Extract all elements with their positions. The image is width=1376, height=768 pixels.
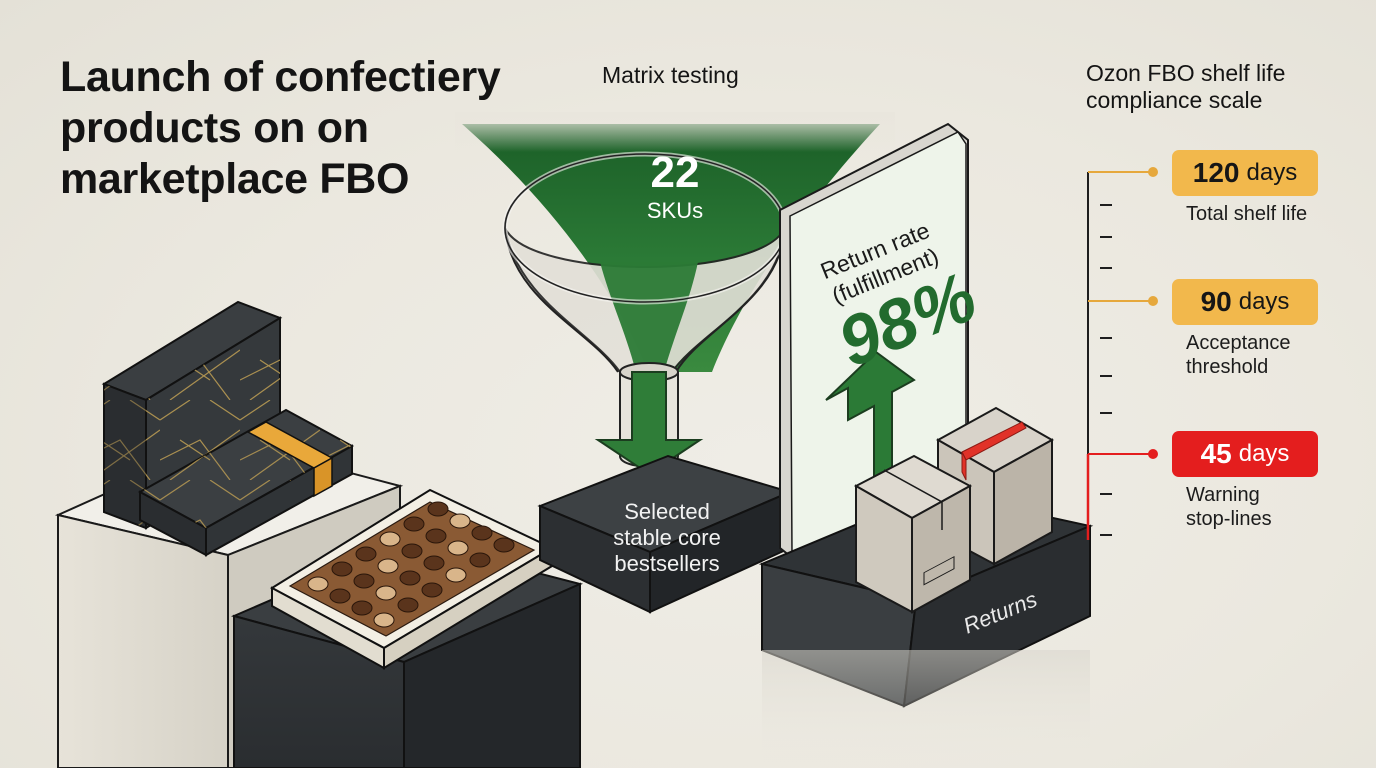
chocolate-piece [355, 546, 377, 562]
chocolate-piece [401, 543, 423, 559]
shelf-level-unit: days [1246, 159, 1298, 186]
funnel-count: 22 [651, 148, 700, 197]
page-title: Launch of confectiery products on on mar… [60, 52, 560, 205]
chocolate-piece [403, 516, 425, 532]
chocolate-piece [421, 582, 443, 598]
pedestal-text-line: stable core [613, 525, 721, 550]
shelf-level-label-line: threshold [1186, 356, 1269, 378]
shelf-level-badge: 120 days [1172, 150, 1318, 196]
shelf-scale-title: Ozon FBO shelf life compliance scale [1086, 60, 1285, 114]
chocolate-piece [375, 585, 397, 601]
chocolate-piece [307, 576, 329, 592]
funnel-unit: SKUs [647, 198, 703, 223]
chocolate-piece [377, 558, 399, 574]
title-line: marketplace FBO [60, 155, 410, 203]
shelf-level-label-line: stop-lines [1186, 508, 1272, 530]
chocolate-piece [471, 525, 493, 541]
shelf-level-value: 120 [1192, 157, 1240, 188]
shelf-level-value: 90 [1200, 286, 1232, 317]
shelf-scale-title-line: Ozon FBO shelf life [1086, 60, 1286, 86]
parcel-box-icon [853, 454, 973, 614]
chocolate-piece [329, 588, 351, 604]
shelf-level-unit: days [1238, 288, 1290, 315]
chocolate-piece [447, 540, 469, 556]
shelf-level-label: Warning stop-lines [1186, 483, 1272, 531]
funnel-pedestal [537, 454, 793, 614]
shelf-scale-title-line: compliance scale [1086, 87, 1263, 113]
pedestal-text-line: bestsellers [614, 551, 719, 576]
chocolate-piece [423, 555, 445, 571]
title-line: products on on [60, 104, 369, 152]
shelf-level-badge: 45 days [1172, 431, 1318, 477]
chocolate-piece [351, 600, 373, 616]
chocolate-piece [449, 513, 471, 529]
shelf-level-label: Total shelf life [1186, 202, 1307, 226]
chocolate-piece [379, 531, 401, 547]
shelf-level-label: Acceptance threshold [1186, 331, 1291, 379]
shelf-scale-axis [1086, 167, 1158, 540]
chocolate-piece [425, 528, 447, 544]
chocolate-piece [373, 612, 395, 628]
title-line: Launch of confectiery [60, 53, 501, 101]
gift-box-icon [137, 408, 355, 557]
shelf-level-badge: 90 days [1172, 279, 1318, 325]
arrow-up-icon [825, 350, 916, 486]
arrow-down-icon [594, 371, 704, 476]
shelf-level-label-line: Acceptance [1186, 332, 1291, 354]
chocolate-piece [427, 501, 449, 517]
chocolate-piece [399, 570, 421, 586]
shelf-level-value: 45 [1200, 438, 1232, 469]
chocolate-piece [493, 537, 515, 553]
chocolate-tray-icon [270, 488, 555, 670]
chocolate-piece [469, 552, 491, 568]
shelf-level-label-line: Total shelf life [1186, 203, 1308, 225]
pedestal-text-line: Selected [624, 499, 710, 524]
shelf-level-unit: days [1238, 440, 1290, 467]
chocolate-piece [397, 597, 419, 613]
matrix-testing-label: Matrix testing [602, 62, 739, 88]
chocolate-piece [445, 567, 467, 583]
shelf-level-label-line: Warning [1186, 484, 1260, 506]
chocolate-piece [331, 561, 353, 577]
chocolate-piece [353, 573, 375, 589]
